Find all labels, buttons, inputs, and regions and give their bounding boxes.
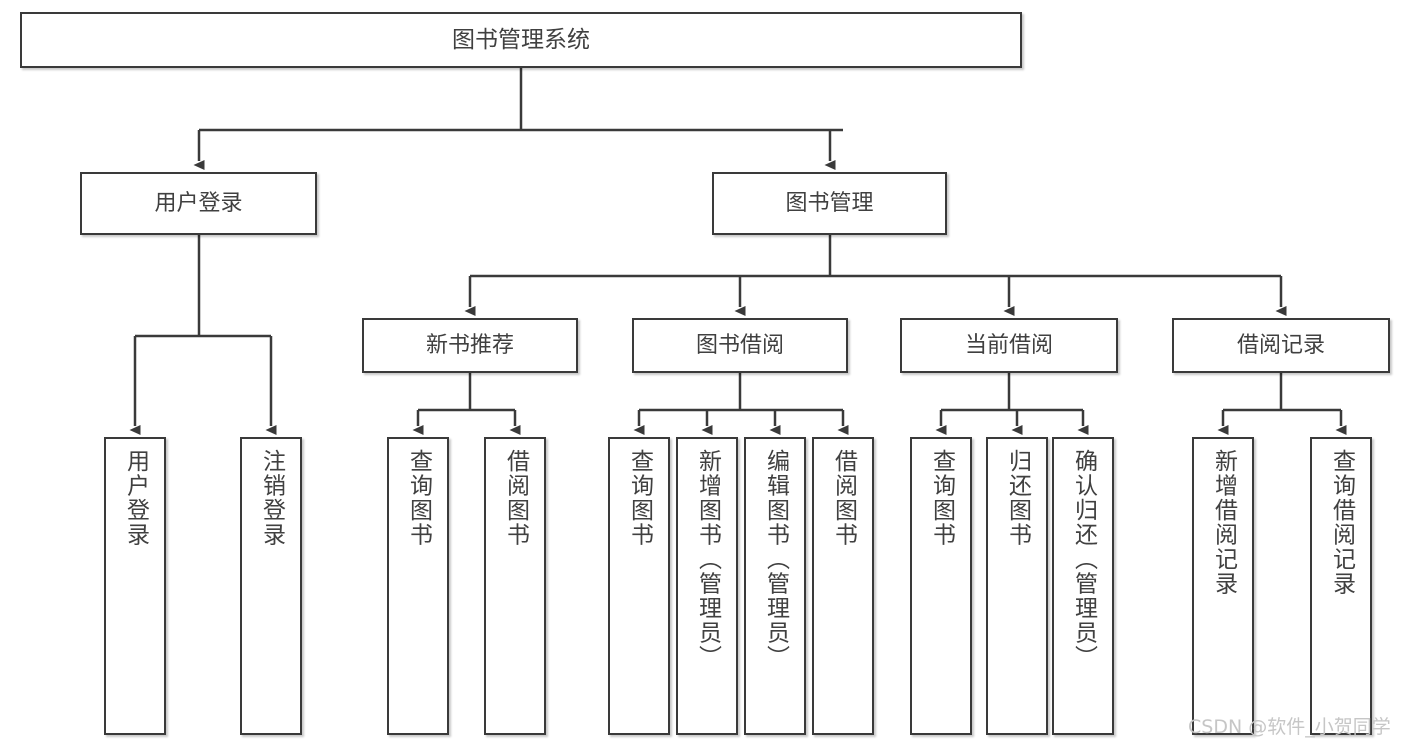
node-root[interactable]: 图书管理系统 <box>20 12 1022 68</box>
leaf-add-record-label: 新增借阅记录 <box>1210 449 1237 596</box>
leaf-return-book[interactable]: 归还图书 <box>986 437 1048 735</box>
leaf-user-login[interactable]: 用户登录 <box>104 437 166 735</box>
leaf-query-book-borrow-label: 查询图书 <box>626 449 653 547</box>
leaf-query-book-current[interactable]: 查询图书 <box>910 437 972 735</box>
node-borrow-record-label: 借阅记录 <box>1236 332 1325 358</box>
leaf-borrow-book[interactable]: 借阅图书 <box>812 437 874 735</box>
node-book-borrow-label: 图书借阅 <box>695 332 784 358</box>
node-current-borrow[interactable]: 当前借阅 <box>900 318 1118 373</box>
leaf-query-record[interactable]: 查询借阅记录 <box>1310 437 1372 735</box>
leaf-confirm-return[interactable]: 确认归还（管理员） <box>1052 437 1114 735</box>
leaf-add-book[interactable]: 新增图书（管理员） <box>676 437 738 735</box>
node-book-manage[interactable]: 图书管理 <box>712 172 947 235</box>
node-user-login-label: 用户登录 <box>154 190 243 216</box>
leaf-user-login-label: 用户登录 <box>122 449 149 547</box>
leaf-add-book-label: 新增图书（管理员） <box>694 449 721 670</box>
leaf-user-logout[interactable]: 注销登录 <box>240 437 302 735</box>
node-user-login[interactable]: 用户登录 <box>80 172 317 235</box>
leaf-user-logout-label: 注销登录 <box>258 449 285 547</box>
leaf-edit-book-label: 编辑图书（管理员） <box>762 449 789 670</box>
leaf-edit-book[interactable]: 编辑图书（管理员） <box>744 437 806 735</box>
node-new-book-rec-label: 新书推荐 <box>425 332 514 358</box>
node-book-manage-label: 图书管理 <box>785 190 874 216</box>
csdn-watermark: CSDN @软件_小贺同学 <box>1188 716 1391 738</box>
leaf-query-record-label: 查询借阅记录 <box>1328 449 1355 596</box>
leaf-borrow-book-label: 借阅图书 <box>830 449 857 547</box>
node-book-borrow[interactable]: 图书借阅 <box>632 318 848 373</box>
leaf-query-book-borrow[interactable]: 查询图书 <box>608 437 670 735</box>
node-new-book-rec[interactable]: 新书推荐 <box>362 318 578 373</box>
leaf-borrow-book-rec[interactable]: 借阅图书 <box>484 437 546 735</box>
node-borrow-record[interactable]: 借阅记录 <box>1172 318 1390 373</box>
node-current-borrow-label: 当前借阅 <box>964 332 1053 358</box>
leaf-query-book-rec-label: 查询图书 <box>405 449 432 547</box>
leaf-borrow-book-rec-label: 借阅图书 <box>502 449 529 547</box>
leaf-add-record[interactable]: 新增借阅记录 <box>1192 437 1254 735</box>
node-root-label: 图书管理系统 <box>452 26 590 53</box>
leaf-query-book-rec[interactable]: 查询图书 <box>387 437 449 735</box>
leaf-return-book-label: 归还图书 <box>1004 449 1031 547</box>
leaf-query-book-current-label: 查询图书 <box>928 449 955 547</box>
leaf-confirm-return-label: 确认归还（管理员） <box>1070 449 1097 670</box>
